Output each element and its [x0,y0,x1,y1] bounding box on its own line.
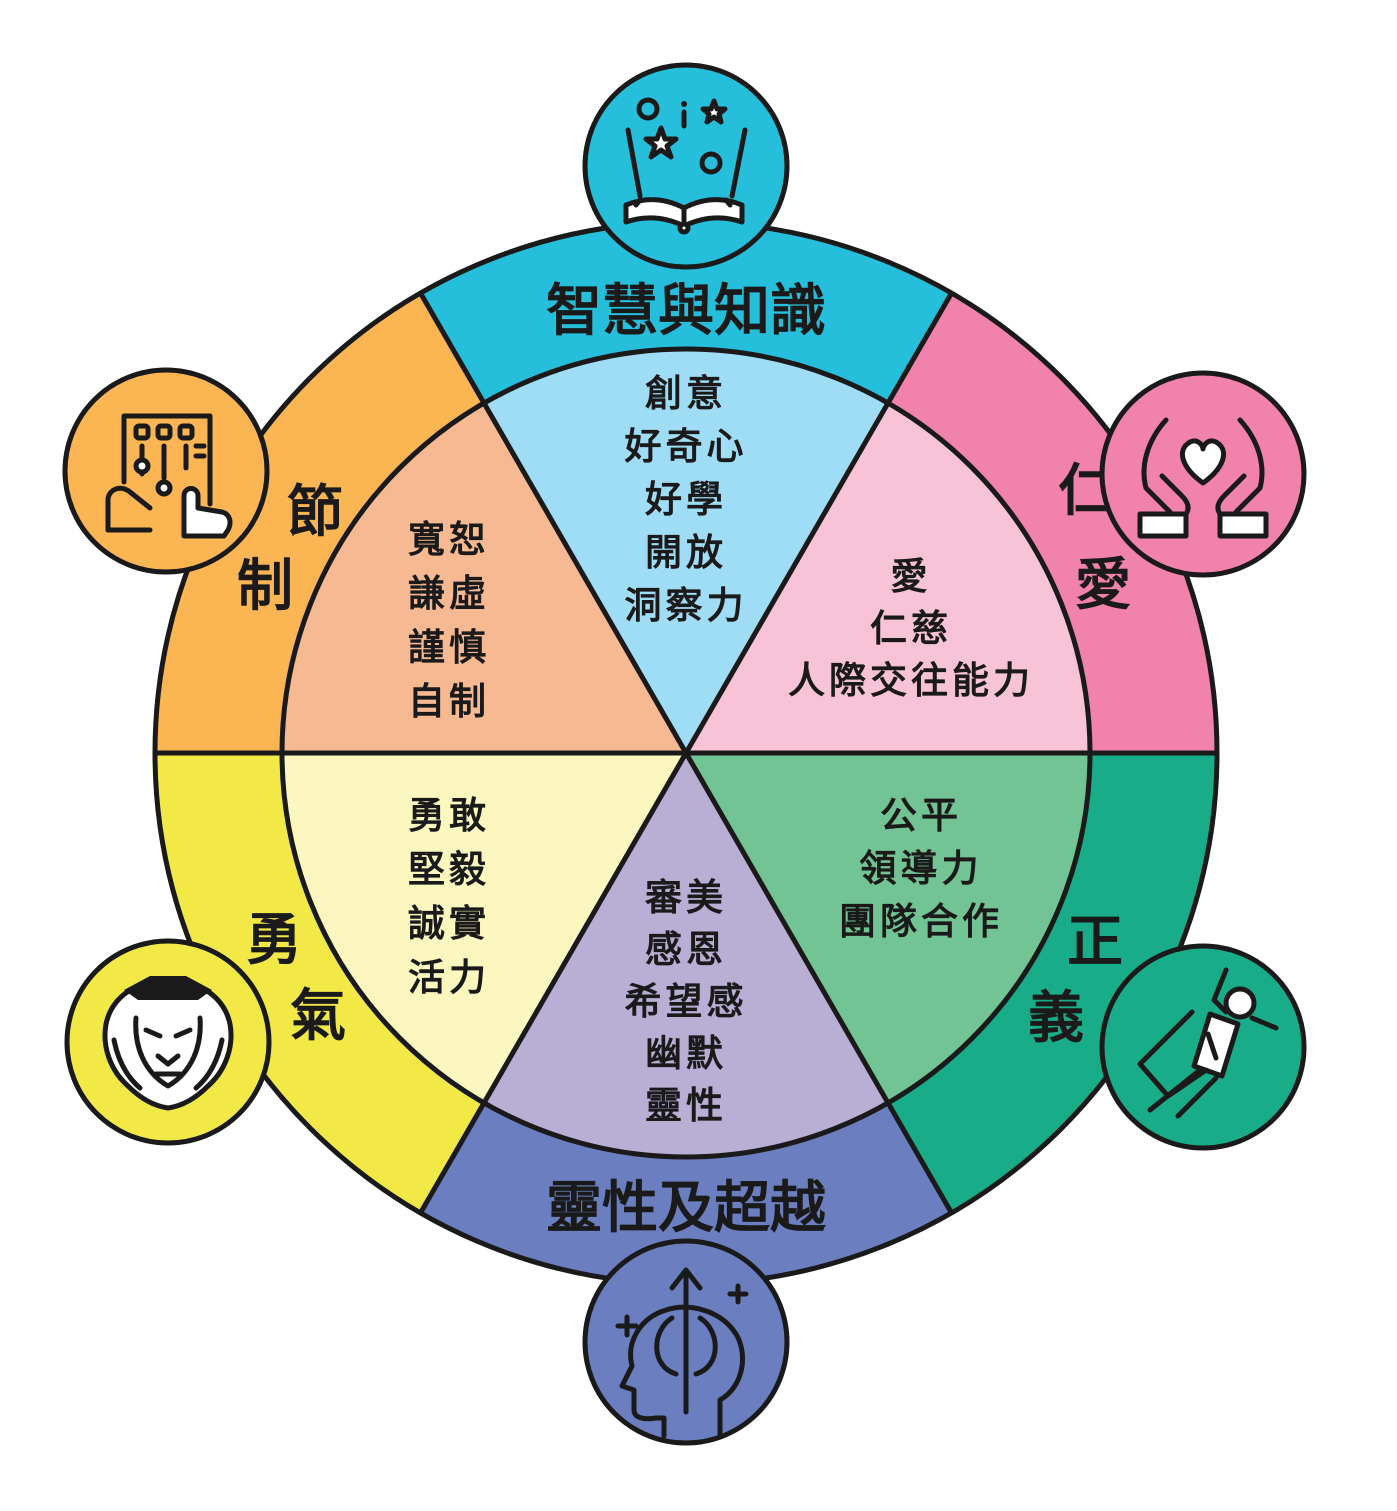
virtue-name-justice-char: 義 [1028,986,1084,1051]
strength-courage: 勇敢 [408,794,490,837]
strength-courage: 堅毅 [408,848,490,891]
strength-justice: 團隊合作 [839,900,1003,943]
divider-line [418,751,689,1215]
strength-justice: 領導力 [860,847,983,890]
strength-transcendence: 感恩 [645,928,727,971]
inner-circle-border [279,346,1093,1160]
open-book-stars-icon [623,97,748,235]
virtue-name-temperance-char: 制 [237,554,293,619]
head-arrow-icon [615,1267,749,1439]
virtue-name-courage-char: 勇 [246,908,302,973]
strength-courage: 誠實 [408,902,490,945]
strength-temperance: 謙虛 [408,572,490,615]
inner-sector-courage [282,753,686,1103]
hands-heart-icon [1137,417,1269,539]
strength-temperance: 寬恕 [408,518,490,561]
divider-line [418,291,689,755]
strength-humanity: 愛 [891,555,932,598]
strength-transcendence: 幽默 [645,1032,727,1075]
strength-transcendence: 希望感 [625,980,748,1023]
virtue-name-transcendence: 靈性及超越 [546,1176,827,1241]
divider-line [683,291,954,755]
virtue-name-justice-char: 正 [1067,910,1123,975]
strength-wisdom: 洞察力 [625,584,748,627]
badge-humanity [1099,370,1307,578]
strength-transcendence: 審美 [644,876,727,919]
strength-wisdom: 開放 [645,531,727,574]
inner-circle [282,348,1090,1157]
strength-wisdom: 創意 [645,372,727,415]
strength-justice: 公平 [880,794,962,837]
virtue-name-humanity-char: 愛 [1075,553,1131,618]
strength-temperance: 自制 [408,680,490,723]
strength-wisdom: 好學 [644,478,727,521]
icon-badges [62,62,1307,1446]
control-panel-hand-icon [105,413,233,539]
inner-sector-transcendence [484,753,888,1157]
virtue-name-temperance-char: 節 [287,480,343,545]
divider-line [683,751,954,1215]
inner-sector-temperance [282,403,686,753]
badge-courage [64,938,272,1146]
badge-justice [1099,943,1307,1151]
strength-transcendence: 靈性 [645,1084,727,1127]
badge-transcendence [582,1238,790,1446]
inner-sector-humanity [686,403,1090,753]
virtue-name-courage-char: 氣 [290,984,346,1049]
strength-humanity: 仁慈 [870,607,952,650]
inner-sector-wisdom [484,348,888,753]
superhero-icon [1137,967,1279,1119]
lion-icon [102,976,234,1111]
badge-wisdom [582,62,790,270]
strength-temperance: 謹慎 [408,626,490,669]
inner-sector-justice [686,753,1090,1103]
badge-circle [582,62,790,270]
strength-courage: 活力 [408,956,490,999]
virtue-name-wisdom: 智慧與知識 [546,279,826,344]
strength-wisdom: 好奇心 [624,425,748,468]
strength-humanity: 人際交往能力 [788,659,1034,702]
badge-temperance [62,367,270,575]
